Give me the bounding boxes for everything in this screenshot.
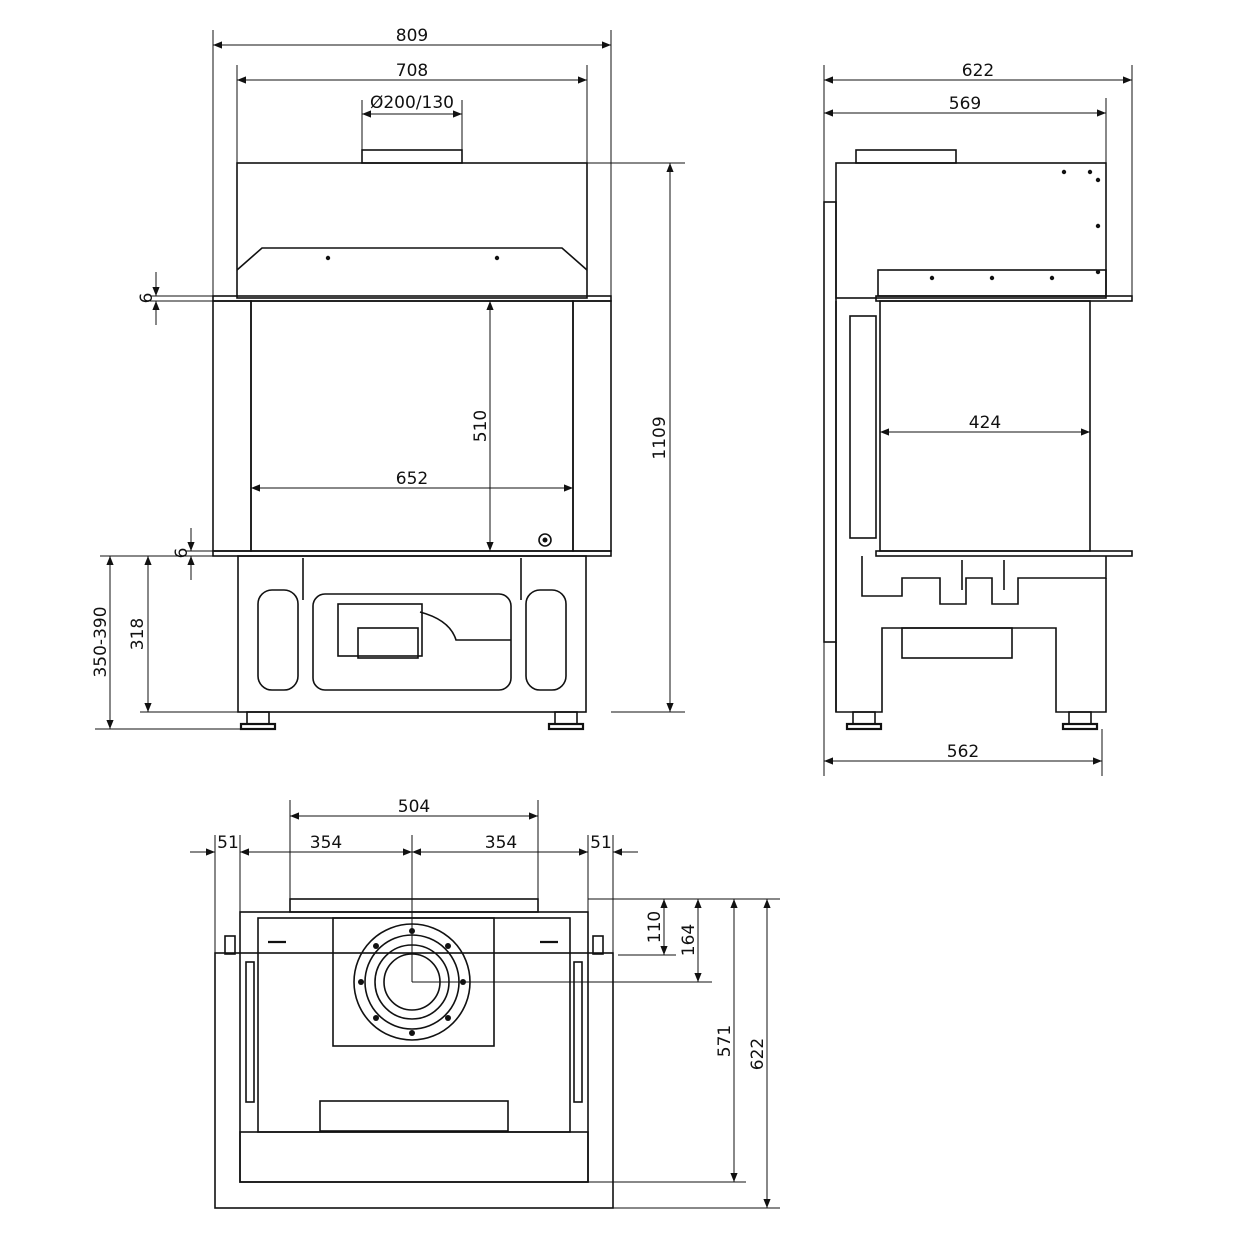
front-glass (250, 300, 574, 552)
dim-top-offset-164: 164 (679, 924, 699, 956)
front-base-left-cutout (257, 589, 299, 691)
front-view (212, 149, 612, 731)
dim-top-margin-left: 51 (217, 833, 239, 853)
dim-top-depth-571: 571 (715, 1025, 735, 1057)
dim-front-glass-height: 510 (471, 410, 491, 442)
dim-side-depth-top: 569 (949, 94, 981, 114)
dim-side-depth-outer: 622 (962, 61, 994, 81)
dim-side-base-depth: 562 (947, 742, 979, 762)
dim-top-offset-110: 110 (645, 911, 665, 943)
dim-top-depth-622: 622 (748, 1038, 768, 1070)
dim-top-margin-right: 51 (590, 833, 612, 853)
side-dimensions: 622 569 424 562 (823, 61, 1133, 776)
dim-frame-top: 6 (137, 293, 157, 304)
front-base-right-cutout (525, 589, 567, 691)
top-flue-plate (289, 898, 539, 913)
side-flue-collar (855, 149, 957, 164)
dim-base-height: 318 (128, 618, 148, 650)
front-dimensions: 809 708 Ø200/130 652 510 1109 6 6 318 (91, 26, 685, 730)
front-left-panel (212, 300, 252, 552)
dim-flue-diameter: Ø200/130 (370, 93, 454, 113)
dim-top-flue-spacing: 504 (398, 797, 430, 817)
side-front-panel (823, 201, 837, 643)
side-frame-bottom (875, 550, 1133, 557)
front-burner-box (312, 593, 512, 691)
front-right-panel (572, 300, 612, 552)
side-valve (901, 627, 1013, 659)
dim-feet-range: 350-390 (91, 606, 111, 677)
side-base (835, 578, 1107, 713)
top-frame (214, 952, 614, 1209)
dim-top-half-right: 354 (485, 833, 517, 853)
front-hood-bevel (236, 247, 588, 271)
top-dimensions: 504 51 354 354 51 110 164 571 622 (190, 797, 780, 1209)
dim-side-glass-width: 424 (969, 413, 1001, 433)
side-view (823, 149, 1133, 731)
front-valve (337, 603, 423, 657)
front-base (237, 555, 587, 713)
dim-frame-bottom: 6 (172, 548, 192, 559)
side-bracket (849, 315, 877, 539)
dim-front-width-top: 708 (396, 61, 428, 81)
top-view (214, 898, 614, 1209)
front-flue-collar (361, 149, 463, 164)
top-burner (319, 1100, 509, 1132)
dim-front-width-outer: 809 (396, 26, 428, 46)
dim-front-glass-width: 652 (396, 469, 428, 489)
dim-total-height: 1109 (650, 416, 670, 459)
dim-top-half-left: 354 (310, 833, 342, 853)
front-hood (236, 162, 588, 299)
side-hood (835, 162, 1107, 299)
side-base-profile (861, 556, 1107, 605)
